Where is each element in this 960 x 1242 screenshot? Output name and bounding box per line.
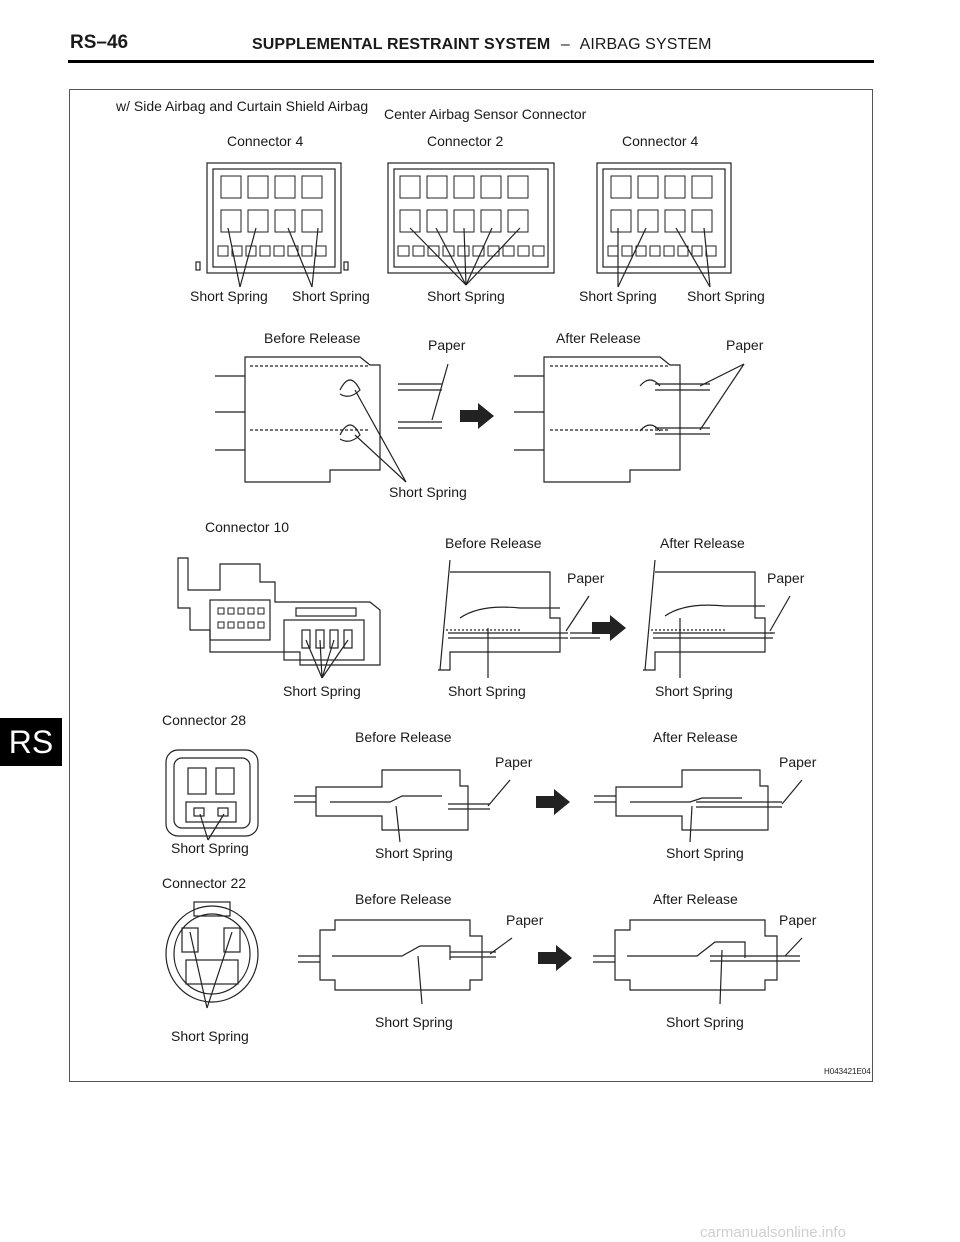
short-spring-label-11: Short Spring xyxy=(375,845,453,861)
arrow-right xyxy=(538,945,572,971)
before-release-label-2: Before Release xyxy=(445,535,542,551)
arrow-right xyxy=(460,403,494,429)
connector-4-left-label: Connector 4 xyxy=(227,133,304,149)
connector-22-label: Connector 22 xyxy=(162,875,247,891)
connector-4-right-drawing xyxy=(596,162,732,288)
paper-label-4: Paper xyxy=(767,570,805,586)
short-spring-label-2: Short Spring xyxy=(292,288,370,304)
connector-10-drawing xyxy=(177,557,381,679)
short-spring-label-13: Short Spring xyxy=(375,1014,453,1030)
paper-label-3: Paper xyxy=(567,570,605,586)
connector-4-right-label: Connector 4 xyxy=(622,133,699,149)
connector-22-after-release-drawing xyxy=(593,919,803,1005)
short-spring-label-6: Short Spring xyxy=(389,484,467,500)
connector-diagram xyxy=(165,162,803,1009)
short-spring-label-5: Short Spring xyxy=(687,288,765,304)
paper-label-1: Paper xyxy=(428,337,466,353)
running-head: SUPPLEMENTAL RESTRAINT SYSTEM – AIRBAG S… xyxy=(252,36,712,54)
short-spring-label-7: Short Spring xyxy=(283,683,361,699)
paper-label-5: Paper xyxy=(495,754,533,770)
before-release-label-4: Before Release xyxy=(355,891,452,907)
paper-label-7: Paper xyxy=(506,912,544,928)
paper-label-8: Paper xyxy=(779,912,817,928)
page-number: RS–46 xyxy=(70,32,129,53)
figure-code: H043421E04 xyxy=(824,1067,871,1076)
section-tab: RS xyxy=(0,718,62,766)
connector-10-label: Connector 10 xyxy=(205,519,290,535)
connector-2-label: Connector 2 xyxy=(427,133,504,149)
after-release-label-4: After Release xyxy=(653,891,738,907)
short-spring-label-8: Short Spring xyxy=(448,683,526,699)
connector-10-before-release-drawing xyxy=(438,559,600,678)
header-rule xyxy=(68,60,874,63)
short-spring-label-15: Short Spring xyxy=(171,1028,249,1044)
connector-28-label: Connector 28 xyxy=(162,712,247,728)
section-title: SUPPLEMENTAL RESTRAINT SYSTEM xyxy=(252,36,551,53)
arrow-right xyxy=(592,615,626,641)
before-release-label-3: Before Release xyxy=(355,729,452,745)
short-spring-label-3: Short Spring xyxy=(427,288,505,304)
site-watermark: carmanualsonline.info xyxy=(700,1224,846,1241)
short-spring-label-4: Short Spring xyxy=(579,288,657,304)
figure-frame: w/ Side Airbag and Curtain Shield Airbag… xyxy=(69,89,873,1082)
connector-22-before-release-drawing xyxy=(298,919,513,1005)
center-sensor-connector-label: Center Airbag Sensor Connector xyxy=(384,106,587,122)
condition-label: w/ Side Airbag and Curtain Shield Airbag xyxy=(116,98,369,114)
connector-28-before-release-drawing xyxy=(294,769,511,843)
connector-4-left-drawing xyxy=(195,162,349,288)
connector-10-after-release-drawing xyxy=(643,559,791,678)
short-spring-label-10: Short Spring xyxy=(171,840,249,856)
after-release-label-3: After Release xyxy=(653,729,738,745)
paper-label-6: Paper xyxy=(779,754,817,770)
connector-22-drawing xyxy=(165,901,259,1009)
connector-28-drawing xyxy=(165,749,259,841)
sensor-after-release-drawing xyxy=(514,356,745,483)
paper-label-2: Paper xyxy=(726,337,764,353)
before-release-label-1: Before Release xyxy=(264,330,361,346)
head-separator: – xyxy=(560,36,570,53)
subsection-title: AIRBAG SYSTEM xyxy=(579,36,712,53)
after-release-label-2: After Release xyxy=(660,535,745,551)
short-spring-label-9: Short Spring xyxy=(655,683,733,699)
short-spring-label-1: Short Spring xyxy=(190,288,268,304)
after-release-label-1: After Release xyxy=(556,330,641,346)
connector-2-drawing xyxy=(387,162,555,286)
connector-28-after-release-drawing xyxy=(594,769,803,843)
short-spring-label-14: Short Spring xyxy=(666,1014,744,1030)
sensor-before-release-drawing xyxy=(215,356,449,483)
short-spring-label-12: Short Spring xyxy=(666,845,744,861)
arrow-right xyxy=(536,789,570,815)
